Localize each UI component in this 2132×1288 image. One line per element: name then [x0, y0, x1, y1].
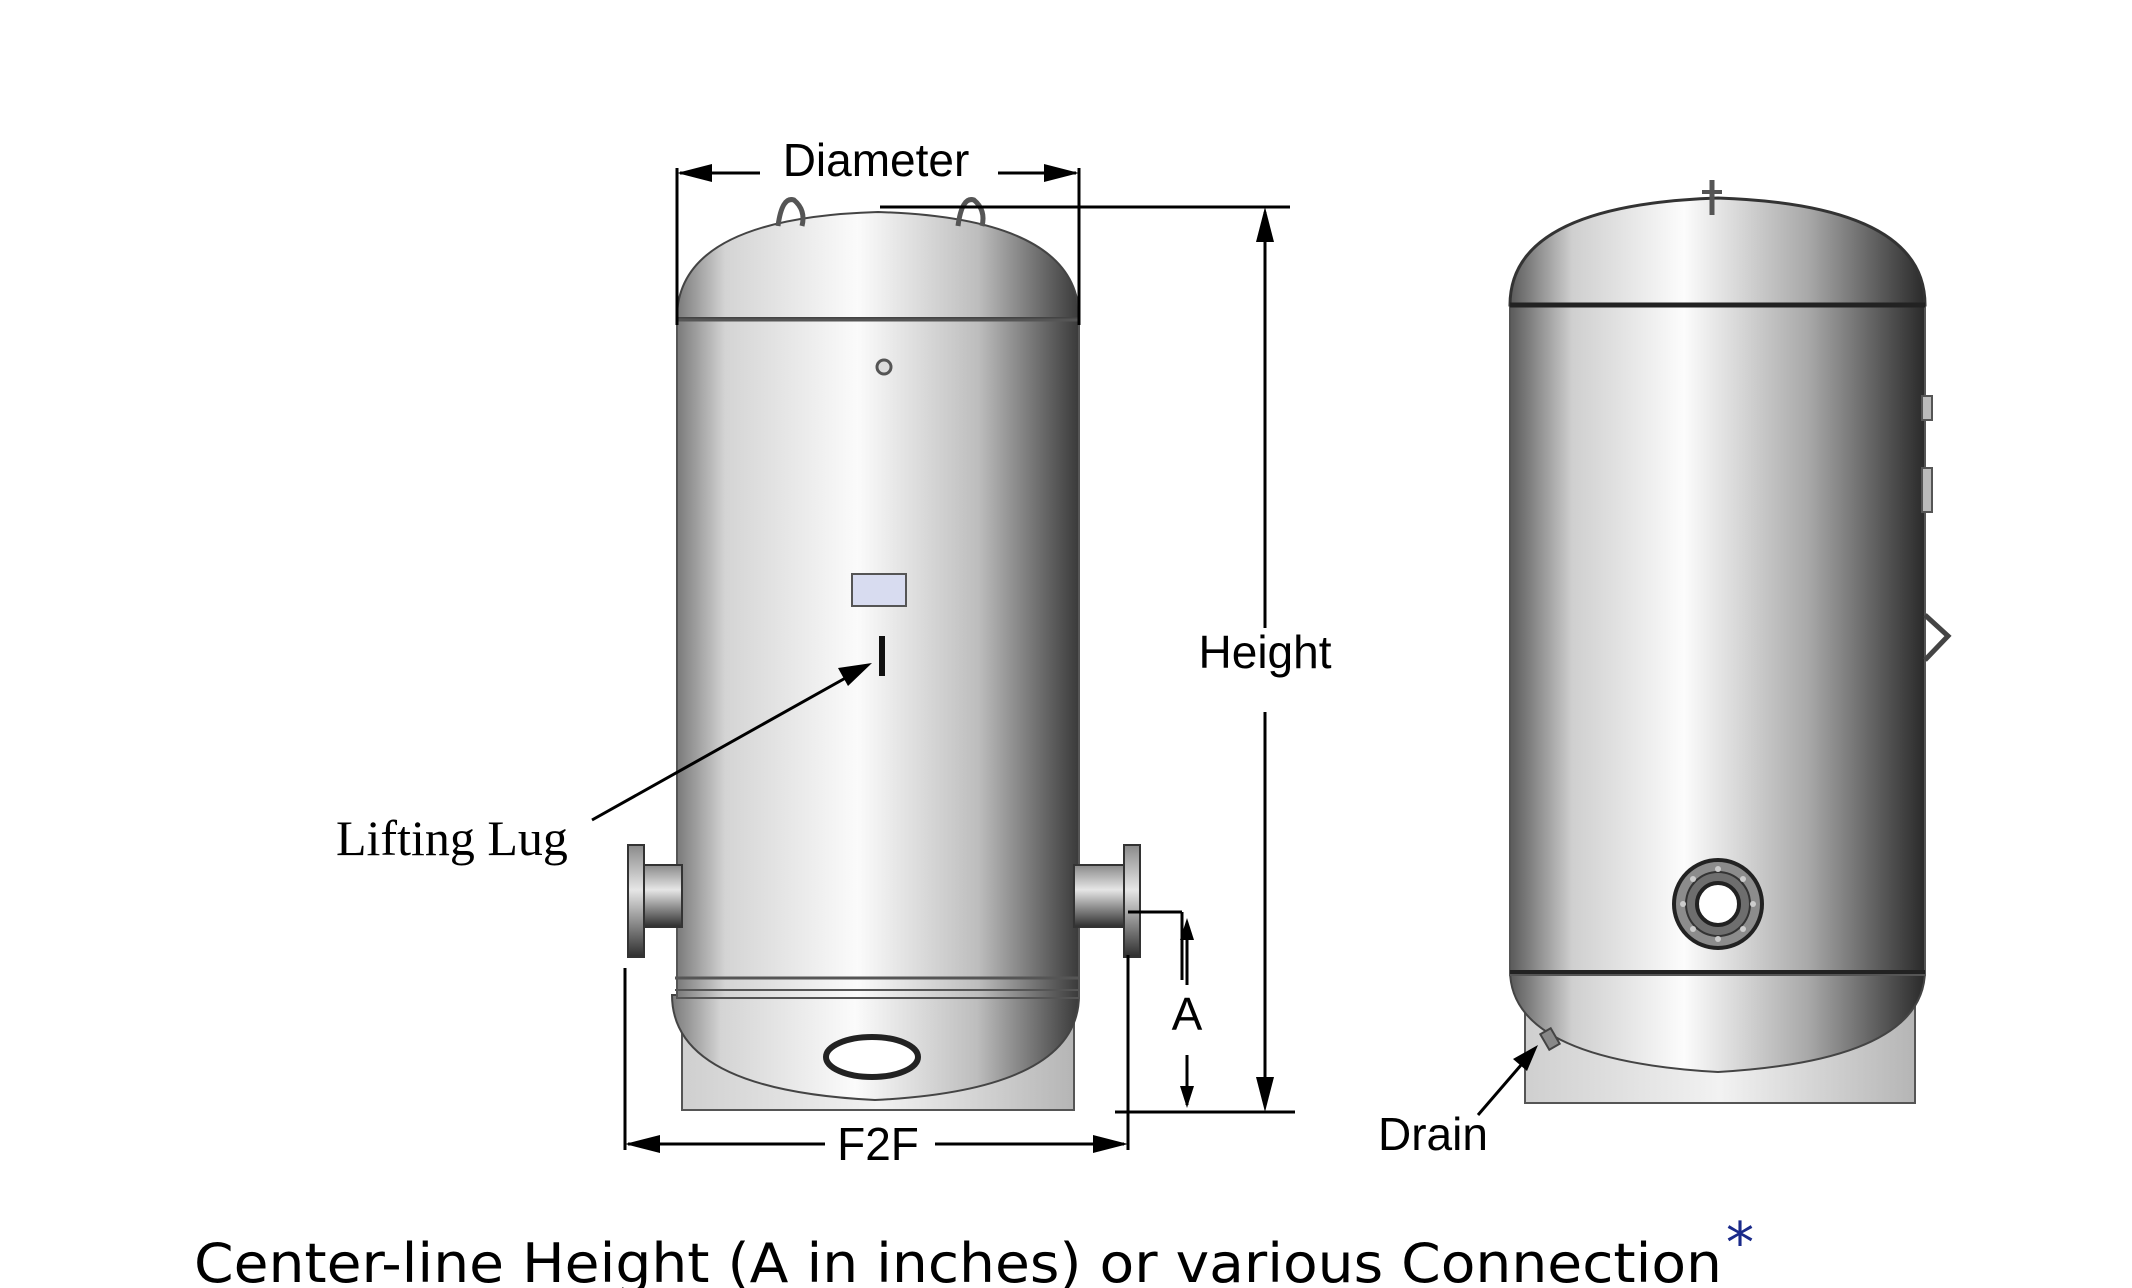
- right-tank-flange-icon: [1672, 858, 1764, 950]
- left-tank-port-icon: [875, 358, 893, 376]
- right-tank-side-fitting-icon: [1921, 395, 1933, 421]
- left-tank-top-head: [675, 210, 1081, 319]
- height-label: Height: [1199, 626, 1332, 678]
- drain-fitting-icon: [1538, 1026, 1562, 1052]
- f2f-label: F2F: [837, 1118, 919, 1170]
- diameter-label: Diameter: [783, 134, 970, 186]
- a-dimension-label: A: [1172, 988, 1203, 1040]
- left-tank-top-lug-icon: [955, 197, 986, 227]
- right-nozzle-flange: [1123, 844, 1141, 958]
- dimension-lines: [591, 164, 1538, 1153]
- left-tank: [627, 197, 1141, 1111]
- left-nozzle: [639, 864, 683, 928]
- right-tank-top-head: [1508, 196, 1927, 307]
- right-tank-bottom-head: [1508, 969, 1927, 1074]
- right-tank: [1508, 180, 1952, 1104]
- nameplate-icon: [851, 573, 907, 607]
- caption-text: Center-line Height (A in inches) or vari…: [194, 1232, 1722, 1288]
- caption-asterisk: *: [1726, 1211, 1754, 1276]
- left-tank-shell: [676, 317, 1080, 999]
- right-tank-side-fitting-icon: [1921, 467, 1933, 513]
- left-tank-top-lug-icon: [775, 197, 806, 227]
- caption: Center-line Height (A in inches) or vari…: [194, 1232, 1722, 1288]
- right-tank-side-lug-icon: [1923, 613, 1952, 662]
- left-tank-manway-icon: [823, 1034, 921, 1080]
- left-nozzle-flange: [627, 844, 645, 958]
- drain-label: Drain: [1378, 1108, 1488, 1160]
- right-nozzle: [1073, 864, 1129, 928]
- lifting-lug-label: Lifting Lug: [336, 810, 568, 866]
